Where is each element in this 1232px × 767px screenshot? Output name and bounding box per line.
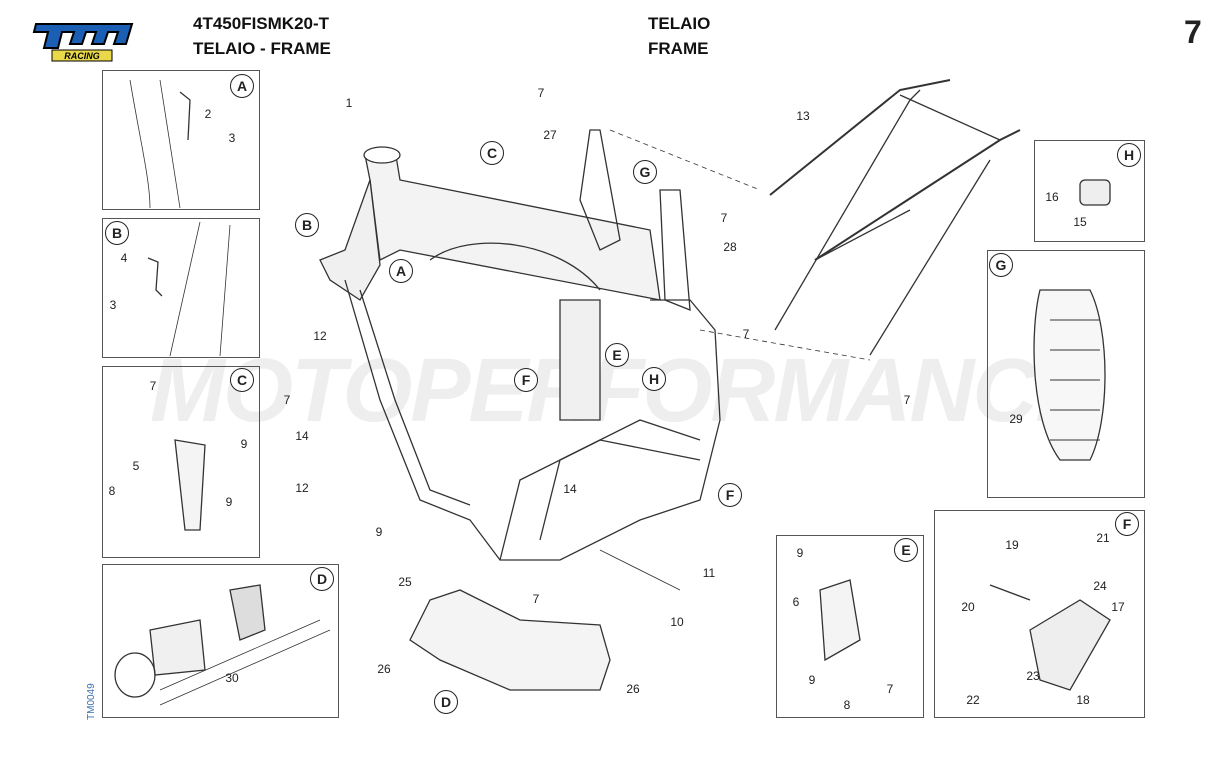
- part-label: 9: [225, 495, 233, 509]
- model-code: 4T450FISMK20-T: [193, 14, 330, 33]
- part-label: 7: [283, 393, 291, 407]
- ref-circle-b: B: [295, 213, 319, 237]
- inset-h: [1034, 140, 1145, 242]
- ref-circle-h: H: [642, 367, 666, 391]
- ref-circle-a: A: [389, 259, 413, 283]
- part-label: 7: [886, 682, 894, 696]
- ref-circle-f: F: [718, 483, 742, 507]
- part-label: 14: [295, 429, 309, 443]
- part-label: 7: [742, 327, 750, 341]
- inset-letter-f: F: [1115, 512, 1139, 536]
- inset-letter-g: G: [989, 253, 1013, 277]
- part-label: 12: [313, 329, 327, 343]
- part-label: 10: [670, 615, 684, 629]
- part-label: 11: [702, 566, 716, 580]
- part-label: 4: [120, 251, 128, 265]
- part-label: 7: [537, 86, 545, 100]
- inset-letter-b: B: [105, 221, 129, 245]
- svg-text:RACING: RACING: [64, 51, 100, 61]
- part-label: 8: [843, 698, 851, 712]
- part-label: 12: [295, 481, 309, 495]
- inset-a: [102, 70, 260, 210]
- ref-circle-f: F: [514, 368, 538, 392]
- part-label: 7: [720, 211, 728, 225]
- part-label: 9: [808, 673, 816, 687]
- part-label: 27: [543, 128, 557, 142]
- part-label: 3: [109, 298, 117, 312]
- part-label: 28: [723, 240, 737, 254]
- part-label: 29: [1009, 412, 1023, 426]
- part-label: 7: [532, 592, 540, 606]
- part-label: 3: [228, 131, 236, 145]
- part-label: 9: [240, 437, 248, 451]
- drawing-code: TM0049: [86, 683, 97, 720]
- part-label: 30: [225, 671, 239, 685]
- inset-f: [934, 510, 1145, 718]
- part-label: 21: [1096, 531, 1110, 545]
- ref-circle-e: E: [605, 343, 629, 367]
- part-label: 17: [1111, 600, 1125, 614]
- part-label: 26: [377, 662, 391, 676]
- page-number: 7: [1184, 14, 1202, 50]
- part-label: 8: [108, 484, 116, 498]
- part-label: 16: [1045, 190, 1059, 204]
- section-title: TELAIO - FRAME: [193, 39, 331, 58]
- inset-letter-d: D: [310, 567, 334, 591]
- part-label: 25: [398, 575, 412, 589]
- ref-circle-g: G: [633, 160, 657, 184]
- section-title-en: FRAME: [648, 39, 709, 58]
- inset-c: [102, 366, 260, 558]
- section-title-it: TELAIO: [648, 14, 711, 33]
- inset-letter-h: H: [1117, 143, 1141, 167]
- tm-racing-logo: RACING: [28, 14, 138, 64]
- part-label: 23: [1026, 669, 1040, 683]
- part-label: 6: [792, 595, 800, 609]
- part-label: 9: [796, 546, 804, 560]
- ref-circle-d: D: [434, 690, 458, 714]
- inset-g: [987, 250, 1145, 498]
- part-label: 5: [132, 459, 140, 473]
- inset-letter-c: C: [230, 368, 254, 392]
- part-label: 9: [375, 525, 383, 539]
- part-label: 22: [966, 693, 980, 707]
- part-label: 19: [1005, 538, 1019, 552]
- part-label: 1: [345, 96, 353, 110]
- inset-b: [102, 218, 260, 358]
- ref-circle-c: C: [480, 141, 504, 165]
- inset-letter-e: E: [894, 538, 918, 562]
- part-label: 2: [204, 107, 212, 121]
- part-label: 26: [626, 682, 640, 696]
- part-label: 20: [961, 600, 975, 614]
- part-label: 7: [903, 393, 911, 407]
- part-label: 18: [1076, 693, 1090, 707]
- part-label: 7: [149, 379, 157, 393]
- inset-letter-a: A: [230, 74, 254, 98]
- part-label: 14: [563, 482, 577, 496]
- part-label: 15: [1073, 215, 1087, 229]
- part-label: 13: [796, 109, 810, 123]
- inset-e: [776, 535, 924, 718]
- part-label: 24: [1093, 579, 1107, 593]
- inset-d: [102, 564, 339, 718]
